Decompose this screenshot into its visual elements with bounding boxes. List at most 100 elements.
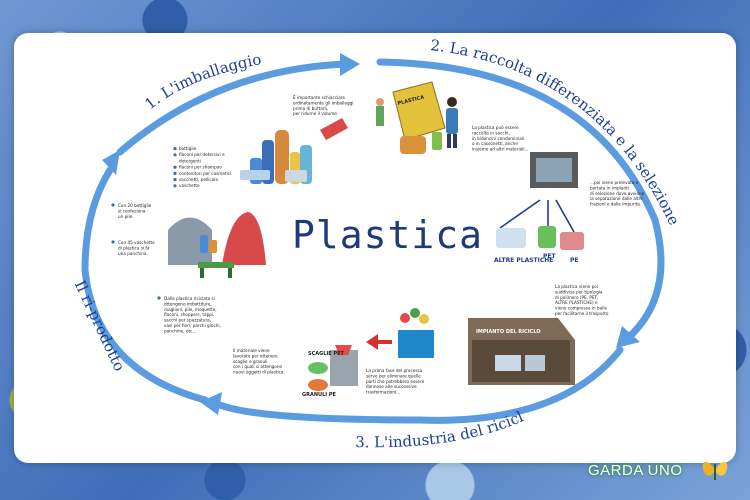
list-item: vaschette <box>179 183 200 188</box>
note-line: serve per eliminare quelle <box>366 373 421 378</box>
packaging-illustration <box>240 118 348 184</box>
arrow-head-4 <box>102 150 120 175</box>
note-line: ALTRE PLASTICHE) e <box>555 300 598 305</box>
note-bullets <box>111 203 161 300</box>
note-line: di selezione dove avviene <box>590 191 645 196</box>
note-line: vasi per fiori, parchi giochi, <box>164 323 221 328</box>
sorting-illustration: ALTRE PLASTICHE PET PE <box>494 152 584 264</box>
list-item: detergenti <box>179 158 201 163</box>
label-granules: GRANULI PE <box>302 392 337 398</box>
arrow-collection-to-recycling <box>376 58 665 342</box>
note-line: con i quali si ottengono <box>233 364 283 369</box>
reproduct-illustration <box>168 212 266 278</box>
note-line: parti che potrebbero essere <box>366 379 425 384</box>
page-title: Plastica <box>292 213 483 257</box>
note-line: o in cassonetti, anche <box>472 141 518 146</box>
note-line: di polimero (PE, PET, <box>555 295 598 300</box>
note-line: nuovi oggetti di plastica. <box>233 370 285 375</box>
label-pet: PET <box>543 253 556 260</box>
note-line: ...poi viene prelevata e <box>590 180 639 185</box>
collection-illustration: PLASTICA <box>376 81 458 154</box>
note-line: una panchina. <box>118 251 148 256</box>
plant-label: IMPIANTO DEL RICICLO <box>476 329 540 335</box>
arrow-recycling-to-product <box>216 346 624 424</box>
note-line: portata in impianti <box>590 185 629 190</box>
note-line: lavorato per ottenere <box>233 353 278 358</box>
note-line: la separazione dalle altre <box>590 196 643 201</box>
note-line: ordinatamente gli imballaggi <box>293 100 353 105</box>
label-other-plastics: ALTRE PLASTICHE <box>494 257 553 264</box>
note-line: raccolta in sacchi, <box>472 130 510 135</box>
note-line: suddivisa per tipologia <box>555 289 603 294</box>
list-item: flaconi per shampoo <box>179 165 222 170</box>
note-line: si confeziona <box>118 208 146 213</box>
label-pe: PE <box>570 257 579 264</box>
list-bullet <box>173 171 177 175</box>
list-bullet <box>173 153 177 157</box>
note-line: sacchi per spazzatura, <box>164 318 211 323</box>
list-item: flaconi per detersivi e <box>179 152 225 157</box>
list-bullet <box>173 184 177 188</box>
note-line: panchine, etc... <box>164 328 196 333</box>
note-line: frazioni e dalle impurità. <box>590 202 641 207</box>
note-line: viene compressa in balle <box>555 306 608 311</box>
arrow-head-2 <box>616 326 640 348</box>
note-line: La plastica viene poi <box>555 284 598 289</box>
list-item: sacchetti, pellicole <box>179 177 218 182</box>
note-line: Con 20 bottiglie <box>118 203 152 208</box>
note-line: insieme ad altri materiali... <box>472 147 529 152</box>
brand-logo-text: GARDA UNO <box>588 462 683 479</box>
arrow-heads <box>102 53 640 415</box>
note-line: Il materiale viene <box>233 348 270 353</box>
recycling-plant-illustration: IMPIANTO DEL RICICLO <box>468 318 575 385</box>
note-line: in bidoncini condominiali <box>472 136 524 141</box>
processing-illustration <box>366 308 434 358</box>
note-line: scaglie e granuli <box>233 359 267 364</box>
arrow-packaging-to-collection <box>116 60 349 156</box>
note-line: Dalla plastica riciclata si <box>164 296 215 301</box>
note-line: ottengono imbottiture, <box>164 301 212 306</box>
note-line: La plastica può essere <box>472 125 519 130</box>
note-line: di plastica si fa <box>118 245 150 250</box>
arrow-head-1 <box>340 53 360 76</box>
butterfly-logo-icon <box>702 461 728 480</box>
note-line: maglioni, pile, moquette, <box>164 307 217 312</box>
cycle-arrows <box>81 58 665 424</box>
note-line: un pile. <box>118 214 134 219</box>
diagram-board <box>14 33 736 463</box>
stage-4-heading: Il ri-prodotto <box>71 278 129 374</box>
label-flakes: SCAGLIE PET <box>308 351 345 357</box>
note-line: flaconi, shoppers, tappi, <box>164 312 214 317</box>
list-item: contenitori per cosmetici <box>179 171 231 176</box>
note-line: prima di buttarli, <box>293 106 328 111</box>
list-bullet <box>173 178 177 182</box>
note-line: dannose alle successive <box>366 384 417 389</box>
note-line: La prima fase del processo <box>366 368 423 373</box>
list-bullet <box>173 147 177 151</box>
arrow-head-3 <box>200 392 222 415</box>
note-line: Con 45 vaschette <box>118 240 155 245</box>
list-item: bottiglie <box>179 146 197 151</box>
note-line: per facilitarne il trasporto <box>555 311 609 316</box>
note-line: È importante schiacciare <box>293 95 345 100</box>
list-bullet <box>173 165 177 169</box>
